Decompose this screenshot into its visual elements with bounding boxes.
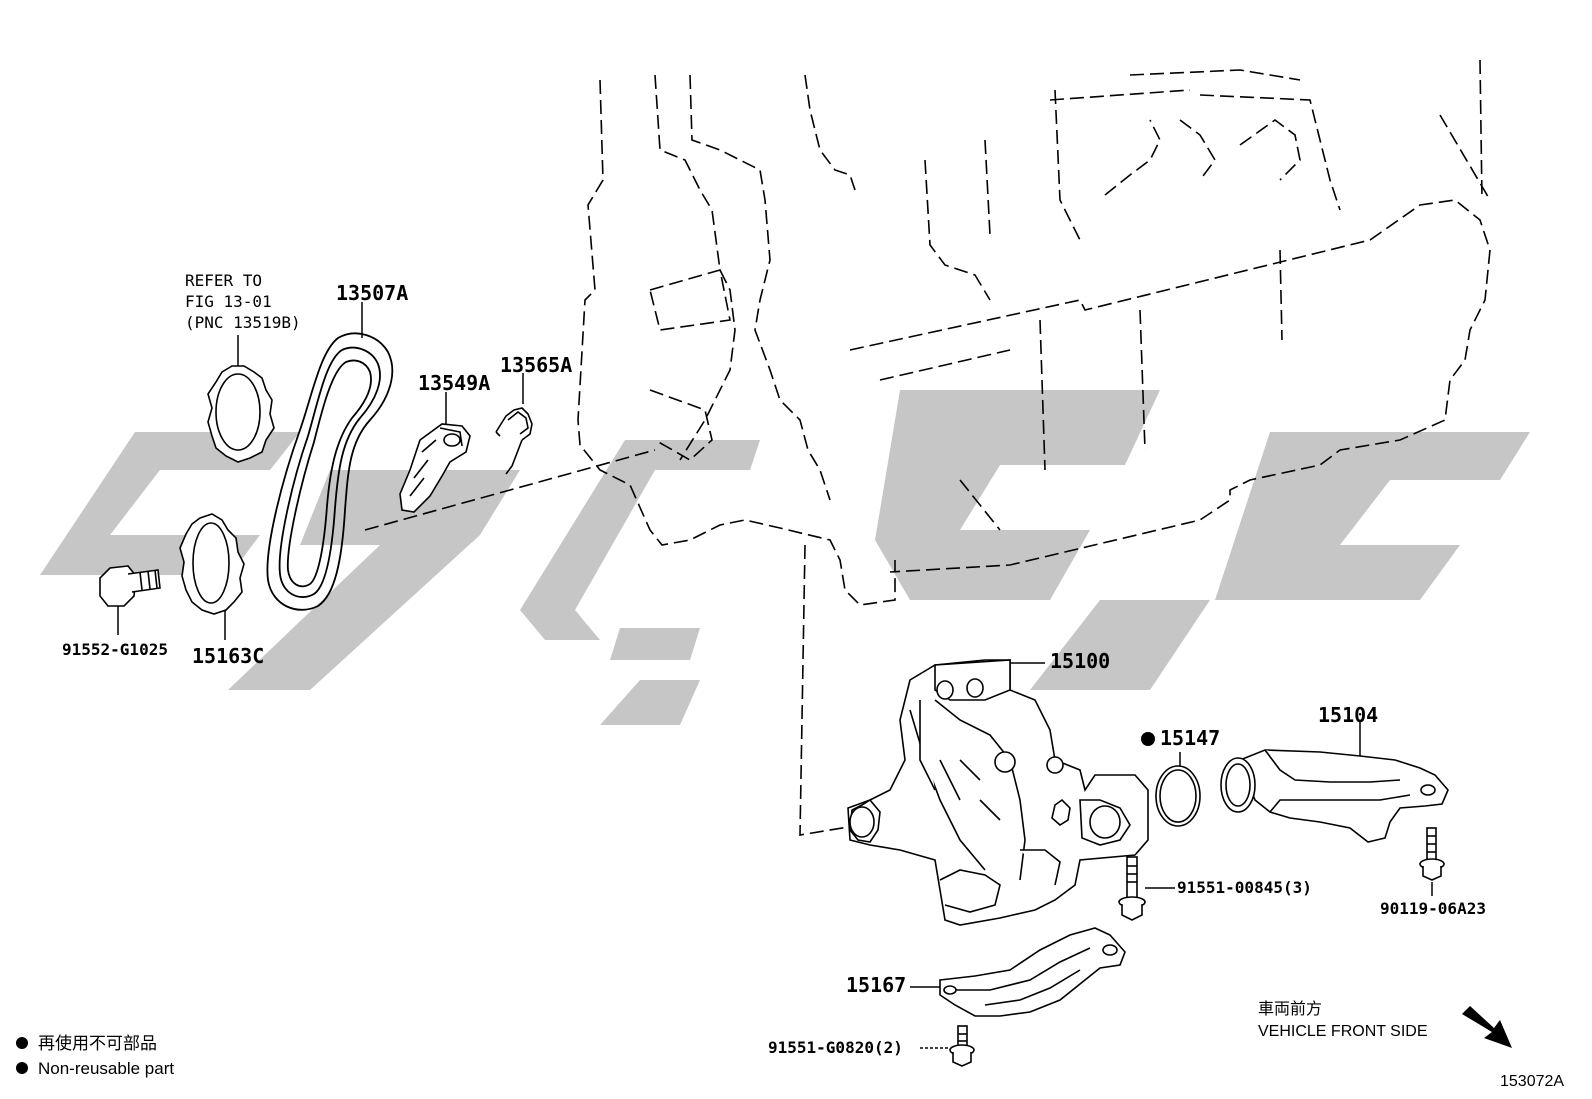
strainer-bolt — [1419, 827, 1445, 881]
legend: 再使用不可部品 Non-reusable part — [16, 1033, 174, 1078]
refer-line-3: (PNC 13519B) — [185, 313, 301, 332]
baffle-bolt — [949, 1025, 975, 1067]
label-91551-G0820: 91551-G0820(2) — [768, 1038, 903, 1057]
non-reusable-dot-icon — [1141, 732, 1155, 746]
oil-pump-assembly — [847, 659, 1149, 926]
oil-strainer — [1220, 749, 1449, 843]
label-90119-06A23: 90119-06A23 — [1380, 899, 1486, 918]
refer-line-2: FIG 13-01 — [185, 292, 272, 311]
oil-pump-sprocket — [179, 513, 245, 615]
crank-sprocket — [207, 365, 275, 463]
legend-jp: 再使用不可部品 — [38, 1033, 157, 1053]
refer-line-1: REFER TO — [185, 271, 262, 290]
front-arrow-icon — [1462, 1006, 1512, 1048]
figure-id: 153072A — [1500, 1073, 1564, 1090]
sprocket-bolt — [99, 565, 161, 607]
direction-en: VEHICLE FRONT SIDE — [1258, 1023, 1428, 1040]
chain-tensioner — [399, 423, 471, 513]
tensioner-spring — [495, 407, 533, 475]
label-13549A: 13549A — [418, 371, 490, 395]
pump-bolt — [1118, 856, 1146, 921]
label-15100: 15100 — [1050, 649, 1110, 673]
refer-to-note: REFER TO FIG 13-01 (PNC 13519B) — [185, 271, 301, 332]
label-13565A: 13565A — [500, 353, 572, 377]
oil-pump-chain — [266, 332, 394, 611]
direction-jp: 車両前方 — [1258, 1000, 1322, 1018]
legend-en: Non-reusable part — [38, 1059, 174, 1078]
legend-dot-icon — [16, 1062, 28, 1074]
legend-dot-icon — [16, 1037, 28, 1049]
label-15163C: 15163C — [192, 644, 264, 668]
baffle-plate — [939, 927, 1126, 1017]
label-91551-00845: 91551-00845(3) — [1177, 878, 1312, 897]
label-15167: 15167 — [846, 973, 906, 997]
label-15147: 15147 — [1160, 726, 1220, 750]
label-13507A: 13507A — [336, 281, 408, 305]
vehicle-front-indicator: 車両前方 VEHICLE FRONT SIDE — [1258, 1000, 1512, 1048]
engine-block-outline — [364, 59, 1491, 836]
label-15104: 15104 — [1318, 703, 1378, 727]
label-91552-G1025: 91552-G1025 — [62, 640, 168, 659]
o-ring — [1155, 765, 1201, 827]
